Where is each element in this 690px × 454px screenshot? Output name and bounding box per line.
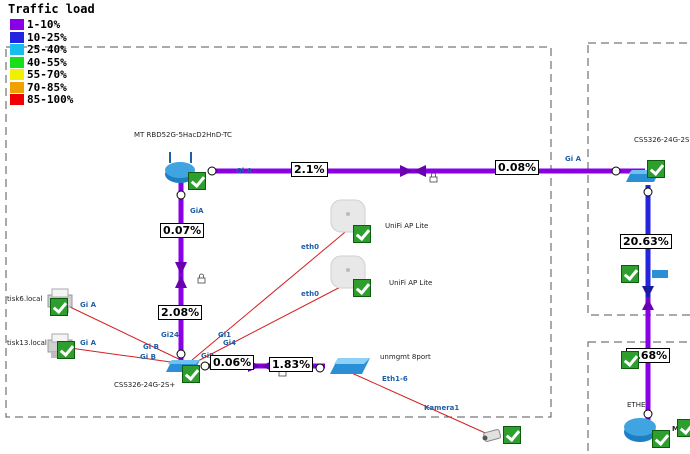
ap1-label: UniFi AP Lite — [385, 222, 429, 230]
status-ok-icon — [621, 265, 639, 283]
status-ok-icon — [652, 430, 670, 448]
arrow-down-2 — [642, 286, 654, 298]
group-box-right-top — [587, 42, 690, 316]
link-label-router-switch-a[interactable]: 0.07% — [160, 223, 205, 238]
link-label-switch-unmgmt-b[interactable]: 1.83% — [269, 357, 314, 372]
line-tisk6[interactable] — [69, 306, 186, 363]
port-tisk6-gia: Gi A — [80, 301, 96, 309]
link-label-router-right-b[interactable]: 0.08% — [495, 160, 540, 175]
line-tisk13[interactable] — [69, 347, 186, 365]
port-sw-gi4: Gi4 — [223, 339, 237, 347]
legend-item: 10-25% — [10, 30, 67, 44]
legend-item: 25-40% — [10, 44, 67, 56]
unmgmt-label: unmgmt 8port — [380, 353, 431, 361]
endpoint-circle — [176, 190, 186, 200]
port-kamera: Kamera1 — [424, 404, 460, 412]
arrow-up-1 — [175, 275, 187, 288]
camera-icon[interactable] — [482, 429, 502, 442]
endpoint-circle — [643, 187, 653, 197]
switch-right-label: CSS326-24G-2S — [634, 136, 690, 144]
arrow-left-1 — [413, 165, 426, 177]
legend-swatch — [10, 69, 24, 80]
legend-label: 40-55% — [27, 55, 67, 69]
status-ok-icon — [353, 225, 371, 243]
port-router-gi: Gi.A — [236, 167, 253, 175]
port-sw-gi2: Gi2 — [201, 352, 215, 360]
endpoint-circle — [207, 166, 217, 176]
endpoint-circle — [643, 409, 653, 419]
legend-swatch — [10, 56, 24, 68]
status-ok-icon — [647, 160, 665, 178]
legend-item: 70-85% — [10, 80, 67, 94]
group-box-right-bottom — [587, 341, 690, 454]
legend-swatch — [10, 81, 24, 93]
port-ap1-eth0: eth0 — [301, 243, 319, 251]
legend-item: 40-55% — [10, 55, 67, 69]
port-sw-gib1: Gi B — [143, 343, 159, 351]
port-sw-gib2: Gi B — [140, 353, 156, 361]
line-kamera[interactable] — [344, 369, 493, 437]
legend-swatch — [10, 44, 24, 55]
arrow-right-1 — [400, 165, 413, 177]
legend-swatch — [10, 31, 24, 43]
status-ok-icon — [57, 341, 75, 359]
legend-label: 25-40% — [27, 43, 67, 56]
unmanaged-switch-icon[interactable] — [330, 358, 370, 374]
router-icon-bottom[interactable] — [624, 418, 656, 442]
router-label: MT RBD52G-5HacD2HnD-TC — [134, 131, 232, 139]
link-label-switch-unmgmt-a[interactable]: 0.06% — [210, 355, 255, 370]
tisk6-label: tisk6.local — [7, 295, 43, 303]
arrow-up-2 — [642, 298, 654, 310]
legend-item: 1-10% — [10, 19, 60, 31]
port-router-gia: GiA — [190, 207, 204, 215]
legend-label: 1-10% — [27, 18, 61, 31]
port-sw-gi24: Gi24 — [161, 331, 179, 339]
status-ok-icon — [50, 298, 68, 316]
legend-label: 85-100% — [27, 93, 74, 106]
group-box-left — [5, 46, 552, 418]
ap2-label: UniFi AP Lite — [389, 279, 433, 287]
endpoint-circle — [176, 349, 186, 359]
port-unmgmt-eth: Eth1-6 — [382, 375, 408, 383]
status-ok-icon — [503, 426, 521, 444]
legend-label: 10-25% — [27, 30, 67, 44]
legend-swatch — [10, 94, 24, 105]
endpoint-circle — [611, 166, 621, 176]
line-ap1[interactable] — [191, 227, 351, 361]
lock-icon — [197, 273, 206, 284]
legend-swatch — [10, 19, 24, 30]
link-label-router-switch-b[interactable]: 2.08% — [158, 305, 203, 320]
switch-main-label: CSS326-24G-2S+ — [114, 381, 176, 389]
legend-item: 55-70% — [10, 69, 67, 81]
legend-title: Traffic load — [8, 2, 95, 16]
status-ok-icon — [188, 172, 206, 190]
line-ap2[interactable] — [195, 281, 351, 363]
status-ok-icon — [182, 365, 200, 383]
port-ap2-eth0: eth0 — [301, 290, 319, 298]
status-ok-icon — [621, 351, 639, 369]
legend-label: 70-85% — [27, 80, 67, 94]
status-ok-icon — [353, 279, 371, 297]
bottom-router-port-label: ETHE — [627, 401, 646, 409]
link-label-router-right-a[interactable]: 2.1% — [291, 162, 328, 177]
link-label-right-down[interactable]: 20.63% — [620, 234, 672, 249]
legend-item: 85-100% — [10, 94, 73, 106]
legend-label: 55-70% — [27, 68, 67, 81]
port-right-gia: Gi A — [565, 155, 581, 163]
status-ok-icon — [677, 419, 690, 437]
endpoint-circle — [200, 361, 210, 371]
device-icon — [652, 270, 668, 278]
tisk13-label: tisk13.local — [7, 339, 47, 347]
endpoint-circle — [315, 363, 325, 373]
arrow-down-1 — [175, 262, 187, 275]
port-tisk13-gia: Gi A — [80, 339, 96, 347]
lock-icon — [429, 172, 438, 183]
port-sw-gi1: Gi1 — [218, 331, 232, 339]
access-point-icon[interactable] — [330, 199, 366, 233]
